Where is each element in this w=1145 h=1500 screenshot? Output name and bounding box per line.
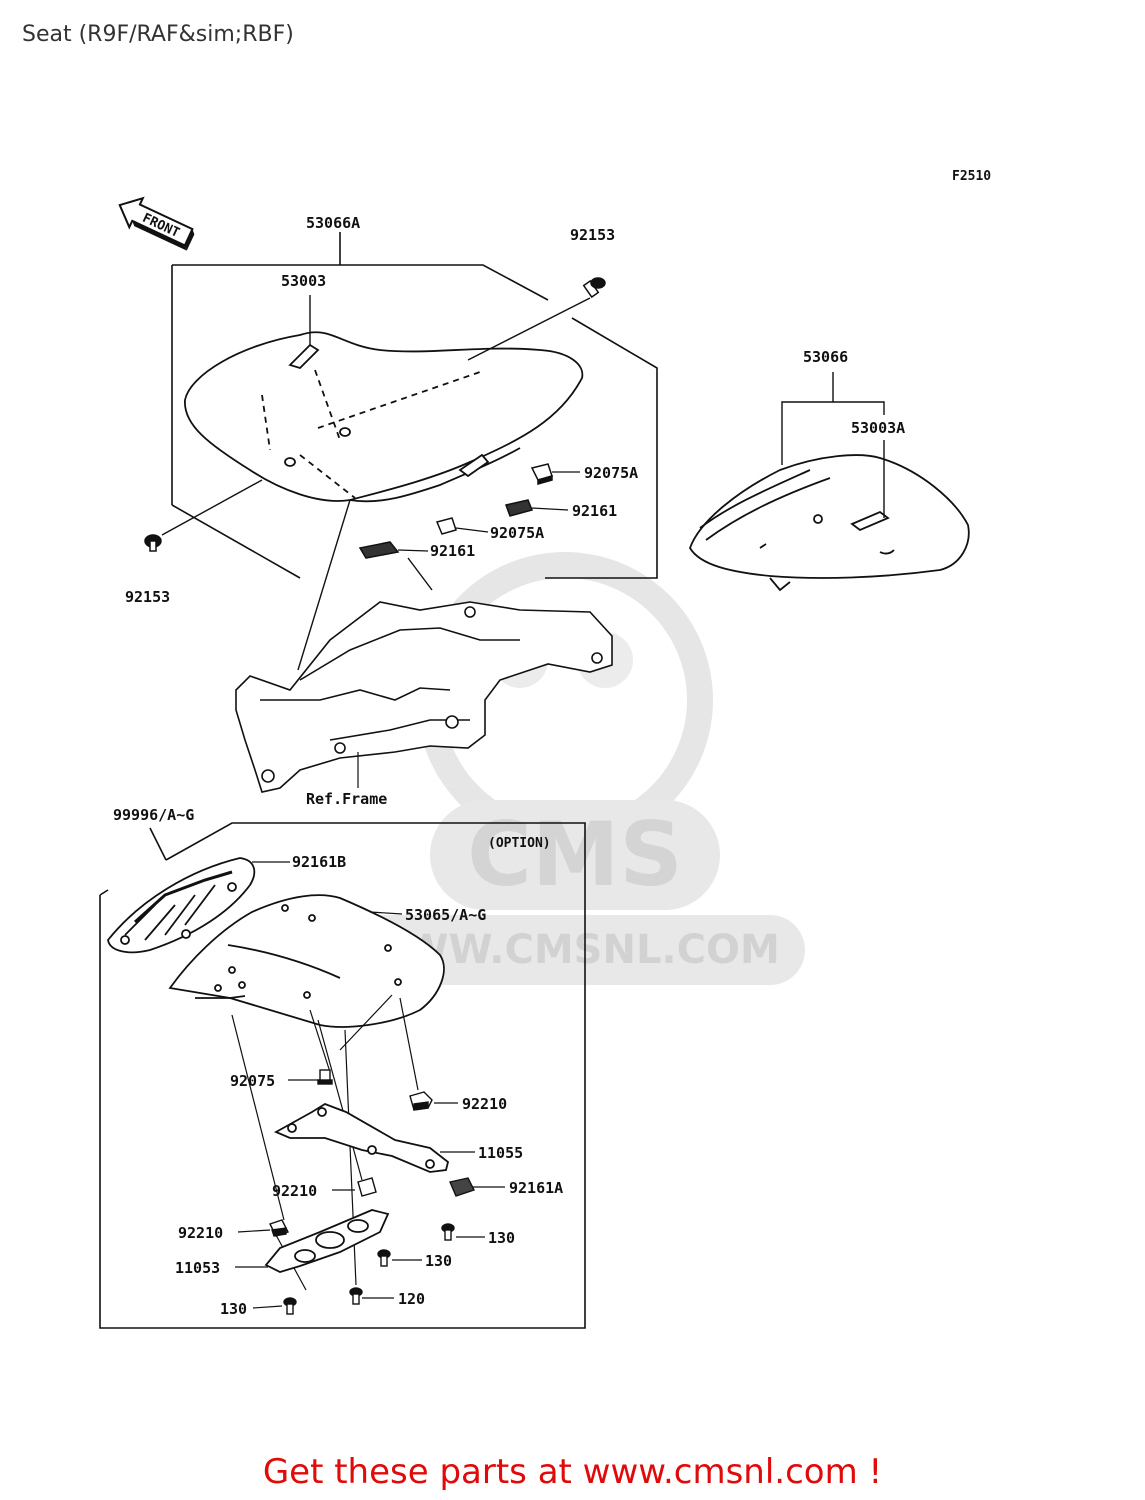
part-label-130-2: 130 xyxy=(425,1252,452,1270)
grommet-icon-92075A-2 xyxy=(435,517,457,535)
part-label-92161A: 92161A xyxy=(509,1179,563,1197)
clip-icon-92161A xyxy=(449,1177,475,1197)
clip-icon-92161-2 xyxy=(358,541,400,559)
grommet-icon-92075 xyxy=(317,1069,333,1085)
seat-53065-leader xyxy=(369,911,403,915)
part-label-130-1: 130 xyxy=(488,1229,515,1247)
diagram-code: F2510 xyxy=(952,169,991,184)
front-arrow-icon: FRONT xyxy=(118,196,195,251)
bolt-icon-92153-top xyxy=(582,277,606,299)
bracket-11055 xyxy=(273,1103,450,1173)
part-label-92075A-2: 92075A xyxy=(490,524,544,542)
front-seat-leaders xyxy=(161,295,591,671)
part-label-92161-1: 92161 xyxy=(572,502,617,520)
part-label-92210-1: 92210 xyxy=(462,1095,507,1113)
bolt-icon-130-3 xyxy=(283,1297,297,1315)
seat-cowl xyxy=(107,857,256,954)
part-label-92161-2: 92161 xyxy=(430,542,475,560)
part-label-92210-3: 92210 xyxy=(178,1224,223,1242)
part-label-92075A-1: 92075A xyxy=(584,464,638,482)
frame-label: Ref.Frame xyxy=(306,790,387,808)
bracket-11053 xyxy=(264,1209,390,1273)
part-label-53003A: 53003A xyxy=(851,419,905,437)
seat-frame xyxy=(235,601,613,793)
part-label-92161B: 92161B xyxy=(292,853,346,871)
part-label-99996: 99996/A~G xyxy=(113,806,194,824)
fastener-leaders xyxy=(397,471,580,552)
passenger-seat xyxy=(689,454,970,592)
part-label-53066A: 53066A xyxy=(306,214,360,232)
option-seat xyxy=(168,894,445,1028)
grommet-icon-92075A-1 xyxy=(530,463,553,485)
part-label-53065: 53065/A~G xyxy=(405,906,486,924)
nut-icon-92210-3 xyxy=(269,1219,289,1237)
main-seat-group xyxy=(171,232,658,579)
option-label: (OPTION) xyxy=(488,836,551,851)
part-label-120: 120 xyxy=(398,1290,425,1308)
bolt-icon-130-2 xyxy=(377,1249,391,1267)
option-group xyxy=(99,822,586,1329)
watermark-brand: CMS xyxy=(467,803,683,906)
part-label-92075: 92075 xyxy=(230,1072,275,1090)
part-label-92210-2: 92210 xyxy=(272,1182,317,1200)
front-seat xyxy=(184,331,584,503)
bolt-icon-120 xyxy=(349,1287,363,1305)
clip-icon-92161-1 xyxy=(505,499,534,517)
nut-icon-92210-2 xyxy=(357,1177,377,1197)
bolt-icon-92153-left xyxy=(144,534,162,552)
part-label-11053: 11053 xyxy=(175,1259,220,1277)
part-label-11055: 11055 xyxy=(478,1144,523,1162)
page-title: Seat (R9F/RAF&sim;RBF) xyxy=(22,22,294,47)
part-label-92153-top: 92153 xyxy=(570,226,615,244)
passenger-seat-leaders xyxy=(781,372,885,518)
part-label-53066: 53066 xyxy=(803,348,848,366)
part-label-53003: 53003 xyxy=(281,272,326,290)
part-label-92153-left: 92153 xyxy=(125,588,170,606)
bolt-icon-130-1 xyxy=(441,1223,455,1241)
nut-icon-92210-1 xyxy=(409,1091,433,1111)
get-parts-link[interactable]: Get these parts at www.cmsnl.com ! xyxy=(262,1452,883,1492)
part-label-130-3: 130 xyxy=(220,1300,247,1318)
